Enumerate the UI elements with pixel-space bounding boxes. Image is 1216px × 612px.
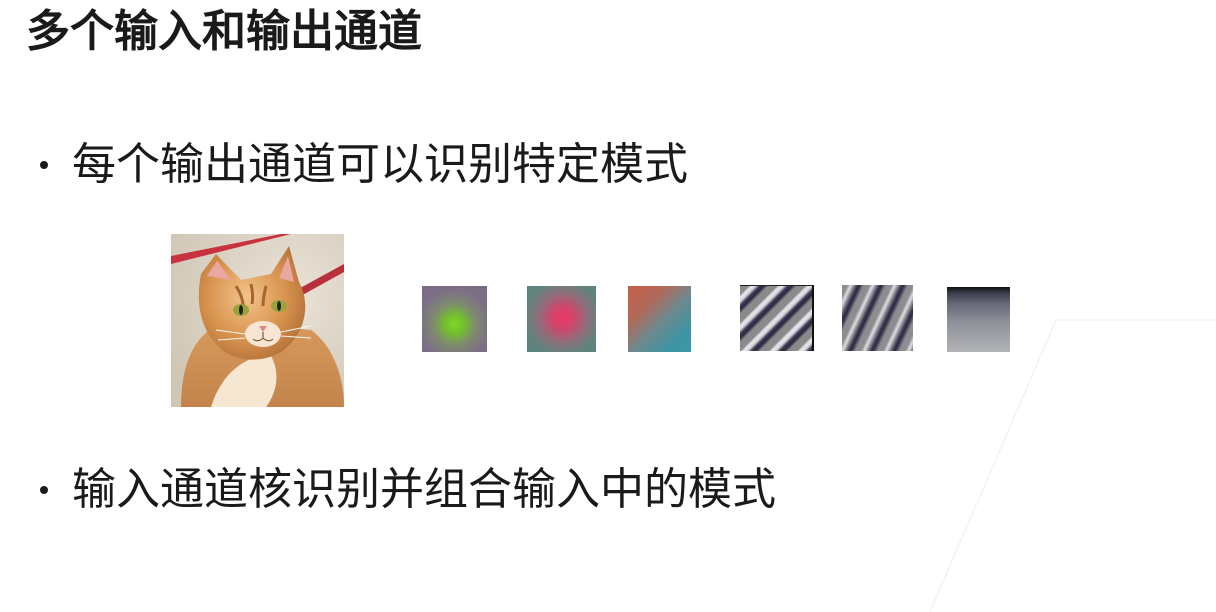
slide-title: 多个输入和输出通道	[26, 6, 422, 57]
diagonal-stripe-filter	[740, 285, 814, 351]
bullet-dot-icon	[40, 161, 48, 169]
cat-photo	[171, 234, 344, 407]
bullet-dot-icon	[40, 486, 48, 494]
dark-top-gradient-filter	[947, 287, 1010, 352]
bullet-text-2: 输入通道核识别并组合输入中的模式	[72, 464, 776, 515]
red-teal-gradient-filter	[628, 286, 691, 352]
bullet-text-1: 每个输出通道可以识别特定模式	[72, 139, 688, 190]
bullet-item-1: 每个输出通道可以识别特定模式	[40, 139, 688, 191]
bullet-item-2: 输入通道核识别并组合输入中的模式	[40, 464, 776, 516]
steep-stripe-filter	[842, 285, 913, 351]
green-blob-filter	[422, 286, 487, 352]
pink-blob-filter	[527, 286, 596, 352]
